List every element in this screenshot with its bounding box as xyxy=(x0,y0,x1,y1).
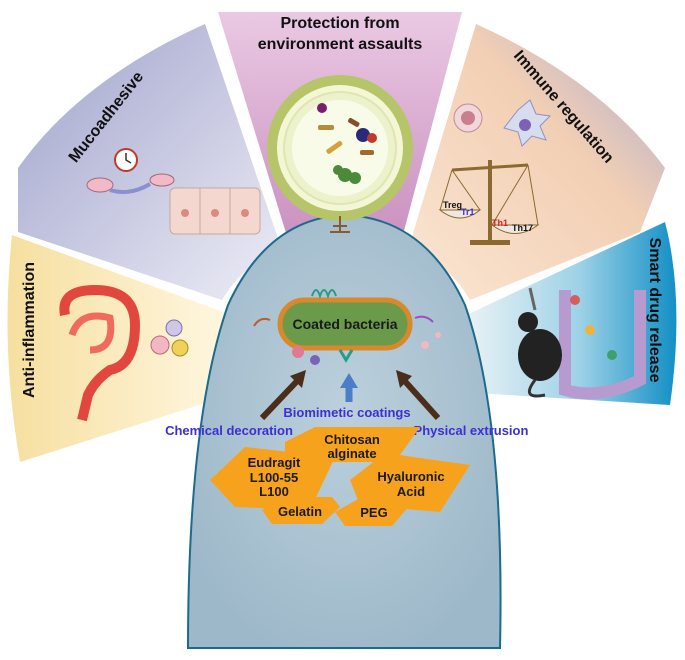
label-treg: Treg xyxy=(443,200,462,210)
smart-title: Smart drug release xyxy=(646,238,663,383)
polymer-peg xyxy=(335,498,410,526)
gelatin-label: Gelatin xyxy=(278,504,322,519)
segment-immune xyxy=(408,24,665,300)
label-th1: Th1 xyxy=(492,218,508,228)
bacteria-label: Coated bacteria xyxy=(292,316,397,332)
protection-title-line1: Protection from xyxy=(280,15,399,32)
polymer-hyaluronic xyxy=(350,453,470,512)
immune-illustration xyxy=(438,99,552,245)
capsule-illustration xyxy=(267,75,413,233)
arrow-physical xyxy=(396,370,441,421)
hyaluronic-line1: Hyaluronic xyxy=(377,469,444,484)
coated-bacteria xyxy=(253,289,441,365)
arrow-chemical xyxy=(259,370,306,421)
eudragit-line2: L100-55 xyxy=(250,470,298,485)
segment-anti xyxy=(7,235,240,462)
eudragit-line3: L100 xyxy=(259,484,289,499)
label-tr1: Tr1 xyxy=(461,207,475,217)
peg-label: PEG xyxy=(360,505,387,520)
hyaluronic-line2: Acid xyxy=(397,484,425,499)
intestine-illustration xyxy=(59,284,189,422)
anti-title: Anti-inflammation xyxy=(21,262,38,398)
label-physical: Physical extrusion xyxy=(414,423,529,438)
protection-title-line2: environment assaults xyxy=(258,36,423,53)
polymer-gelatin xyxy=(262,497,340,524)
polymer-eudragit xyxy=(210,447,335,510)
chitosan-line2: alginate xyxy=(327,446,376,461)
label-biomimetic: Biomimetic coatings xyxy=(283,405,410,420)
label-chemical: Chemical decoration xyxy=(165,423,293,438)
label-th17: Th17 xyxy=(512,223,533,233)
mucosa-illustration xyxy=(86,148,261,235)
arrow-biomimetic xyxy=(340,373,358,402)
chitosan-line1: Chitosan xyxy=(324,432,380,447)
gut-illustration xyxy=(518,287,646,400)
eudragit-line1: Eudragit xyxy=(248,455,301,470)
